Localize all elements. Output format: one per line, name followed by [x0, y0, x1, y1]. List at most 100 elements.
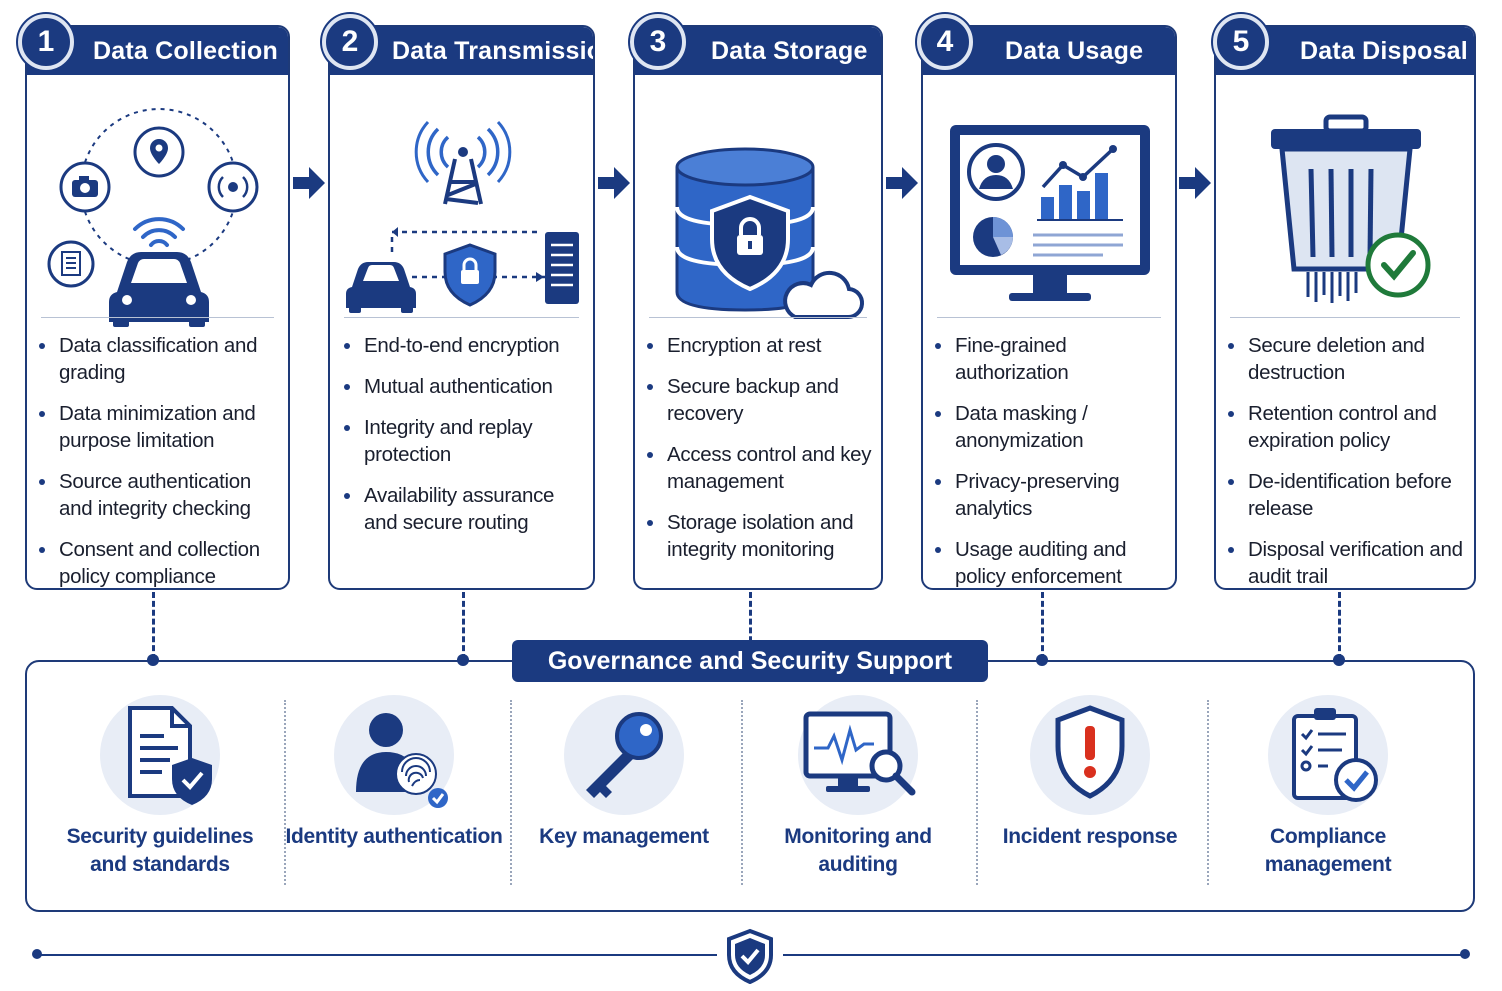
governance-item-label: Key management: [539, 825, 709, 848]
camera-icon: [59, 161, 111, 213]
stage-items: Data classification and grading Data min…: [39, 332, 282, 588]
divider: [344, 317, 579, 318]
location-pin-icon: [133, 126, 185, 178]
wifi-icon: [133, 217, 185, 247]
connector-dot: [147, 654, 159, 666]
stage-items: Fine-grained authorization Data masking …: [935, 332, 1169, 588]
connector-line: [462, 592, 465, 660]
list-item: Data minimization and purpose limitation: [39, 400, 282, 454]
car-icon: [346, 262, 416, 313]
list-item: Privacy-preserving analytics: [935, 468, 1169, 522]
connector-dot: [1036, 654, 1048, 666]
monitor-dashboard-icon: [950, 125, 1150, 301]
document-shield-icon: [128, 706, 212, 805]
stage-number-badge: 2: [322, 14, 378, 70]
list-item: Availability assurance and secure routin…: [344, 482, 587, 536]
governance-panel: [25, 660, 1475, 912]
list-item: Source authentication and integrity chec…: [39, 468, 282, 522]
line-end-dot: [1460, 949, 1470, 959]
transmission-illustration: [330, 87, 593, 327]
list-item: Secure backup and recovery: [647, 373, 875, 427]
user-fingerprint-icon: [356, 713, 448, 808]
bottom-line: [37, 954, 717, 956]
server-icon: [545, 232, 579, 304]
list-item: Secure deletion and destruction: [1228, 332, 1468, 386]
connector-line: [749, 592, 752, 660]
flow-arrow-icon: [598, 167, 630, 199]
stage-card-collection: Data Collection: [25, 25, 290, 590]
divider: [976, 700, 978, 885]
bottom-line: [783, 954, 1463, 956]
collection-illustration: [27, 87, 288, 327]
list-item: Data classification and grading: [39, 332, 282, 386]
shield-lock-icon: [710, 194, 790, 292]
stage-title: Data Storage: [711, 37, 868, 65]
governance-item-label: Identity authentication: [285, 825, 503, 848]
list-item: Integrity and replay protection: [344, 414, 587, 468]
connector-line: [1041, 592, 1044, 660]
divider: [649, 317, 867, 318]
stage-card-storage: Data Storage Encryption at rest Secure b…: [633, 25, 883, 590]
connector-line: [1338, 592, 1341, 660]
shield-lock-icon: [443, 243, 497, 307]
car-icon: [109, 252, 209, 327]
monitor-magnifier-icon: [803, 711, 916, 796]
list-item: Fine-grained authorization: [935, 332, 1169, 386]
divider: [284, 700, 286, 885]
shield-check-icon: [727, 928, 773, 984]
sensor-icon: [207, 161, 259, 213]
divider: [937, 317, 1161, 318]
stage-number-badge: 1: [18, 14, 74, 70]
disposal-illustration: [1216, 87, 1474, 327]
list-item: Retention control and expiration policy: [1228, 400, 1468, 454]
list-item: Consent and collection policy compliance: [39, 536, 282, 588]
governance-title: Governance and Security Support: [512, 640, 988, 682]
stage-card-disposal: Data Disposal: [1214, 25, 1476, 590]
list-item: Encryption at rest: [647, 332, 875, 359]
check-circle-icon: [1365, 232, 1431, 298]
key-icon: [586, 712, 663, 798]
stage-card-transmission: Data Transmission: [328, 25, 595, 590]
list-item: Storage isolation and integrity monitori…: [647, 509, 875, 563]
stage-title: Data Collection: [93, 37, 278, 65]
connector-dot: [1333, 654, 1345, 666]
stage-number-badge: 4: [917, 14, 973, 70]
list-item: Data masking / anonymization: [935, 400, 1169, 454]
governance-item-label: Security guidelines and standards: [66, 825, 254, 876]
stage-title: Data Disposal: [1300, 37, 1468, 65]
list-item: Access control and key management: [647, 441, 875, 495]
stage-title: Data Usage: [1005, 37, 1144, 65]
shield-alert-icon: [1055, 705, 1125, 799]
cloud-icon: [783, 270, 865, 320]
stage-items: End-to-end encryption Mutual authenticat…: [344, 332, 587, 550]
list-item: Usage auditing and policy enforcement: [935, 536, 1169, 588]
divider: [1230, 317, 1460, 318]
flow-arrow-icon: [293, 167, 325, 199]
governance-item-label: Compliance management: [1264, 825, 1392, 876]
connector-line: [152, 592, 155, 660]
list-item: De-identification before release: [1228, 468, 1468, 522]
usage-illustration: [923, 87, 1175, 327]
stage-number-badge: 3: [630, 14, 686, 70]
divider: [741, 700, 743, 885]
governance-item-label: Monitoring and auditing: [784, 825, 932, 876]
list-item: Mutual authentication: [344, 373, 587, 400]
flow-arrow-icon: [886, 167, 918, 199]
list-item: End-to-end encryption: [344, 332, 587, 359]
antenna-tower-icon: [414, 120, 512, 205]
stage-items: Encryption at rest Secure backup and rec…: [647, 332, 875, 577]
flow-arrow-icon: [1179, 167, 1211, 199]
stage-card-usage: Data Usage: [921, 25, 1177, 590]
divider: [41, 317, 274, 318]
stage-items: Secure deletion and destruction Retentio…: [1228, 332, 1468, 588]
divider: [510, 700, 512, 885]
stage-number-badge: 5: [1213, 14, 1269, 70]
divider: [1207, 700, 1209, 885]
stage-title: Data Transmission: [392, 37, 593, 65]
storage-illustration: [635, 87, 881, 327]
connector-dot: [457, 654, 469, 666]
list-item: Disposal verification and audit trail: [1228, 536, 1468, 588]
document-icon: [47, 240, 95, 288]
clipboard-check-icon: [1292, 708, 1378, 802]
governance-item-label: Incident response: [1002, 825, 1178, 848]
